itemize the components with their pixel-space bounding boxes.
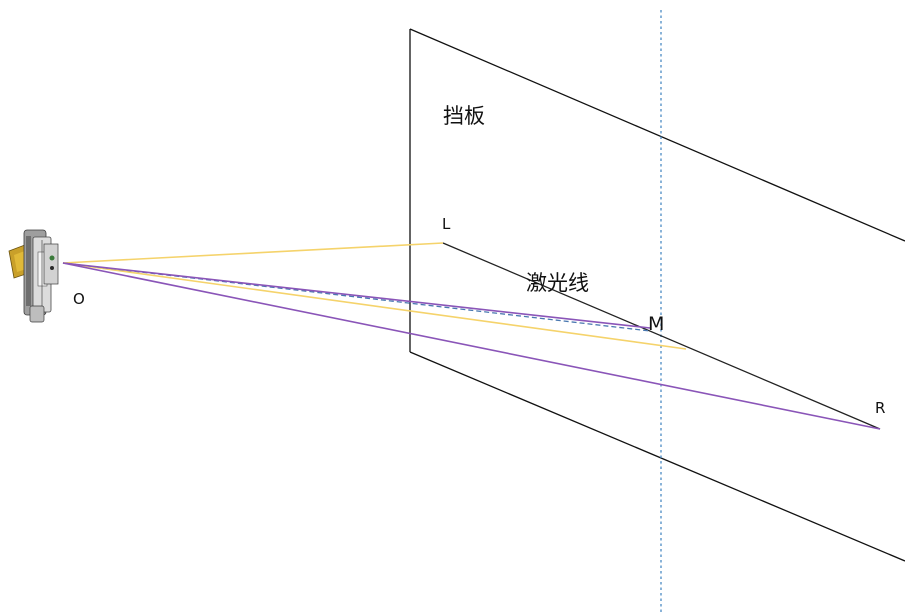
- point-r-label: R: [875, 399, 885, 417]
- point-l-label: L: [442, 215, 451, 233]
- point-o-label: O: [73, 290, 85, 308]
- board-edge-bottom: [409, 351, 905, 562]
- laser-line-segment: [442, 242, 881, 430]
- laser-line-label: 激光线: [526, 271, 589, 295]
- camera-device-icon: [8, 229, 59, 323]
- yellow-ray-o-to-l: [62, 242, 444, 264]
- purple-ray-o-to-r: [62, 262, 881, 430]
- purple-rays: [62, 262, 881, 430]
- purple-ray-o-to-m: [62, 262, 651, 329]
- board-outline: [409, 28, 905, 562]
- point-m-label: M: [648, 313, 664, 335]
- yellow-rays: [62, 242, 687, 350]
- board-label: 挡板: [443, 104, 485, 128]
- yellow-ray-o-to-lower: [62, 262, 687, 350]
- board-edge-top: [409, 28, 905, 242]
